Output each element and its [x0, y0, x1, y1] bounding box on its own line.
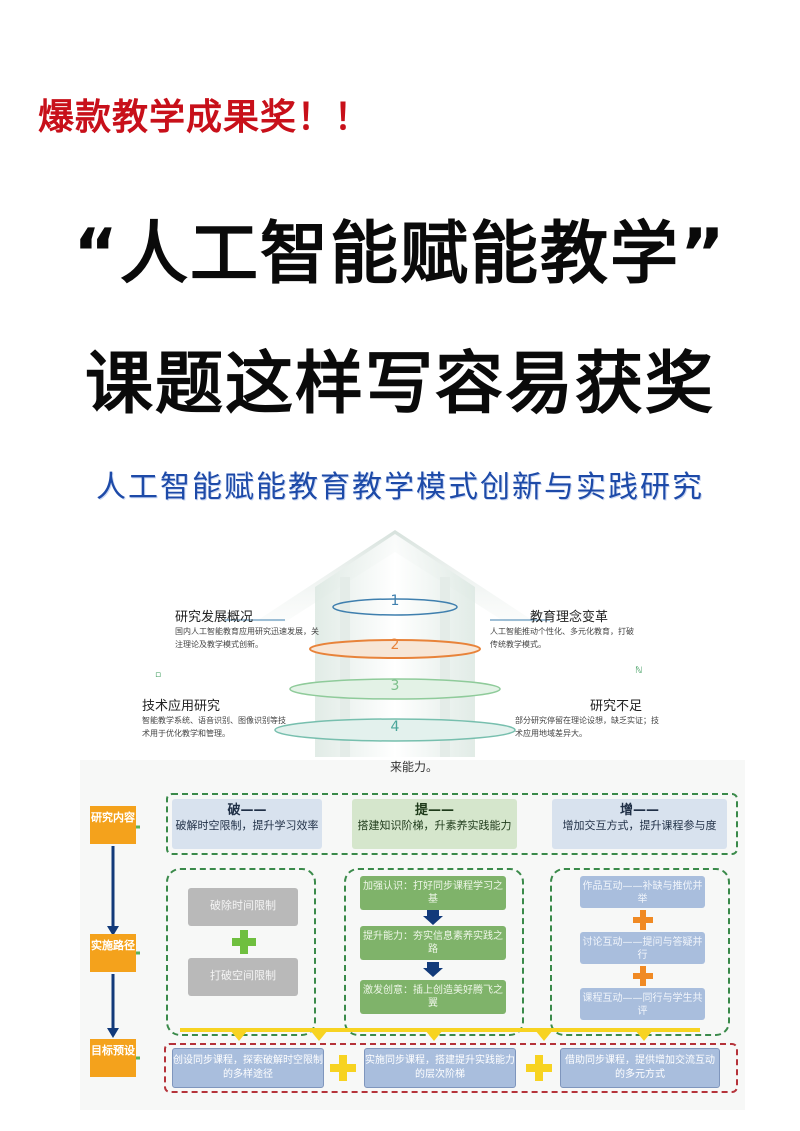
headline-line1: “人工智能赋能教学” [73, 215, 727, 294]
column-card-raise: 提——搭建知识阶梯，升素养实践能力 [352, 799, 517, 849]
down-arrows [423, 910, 443, 977]
spine-arrows [107, 825, 140, 1060]
item-break-space: 打破空间限制 [188, 958, 298, 996]
cut-off-text: 来能力。 [390, 760, 439, 774]
block-desc-tech: 智能教学系统、语音识别、图像识别等技术用于优化教学和管理。 [142, 716, 286, 738]
green-plus-icon [232, 930, 256, 954]
column-card-add: 增——增加交互方式，提升课程参与度 [552, 799, 727, 849]
arch-number-4: 4 [390, 719, 400, 735]
block-title-tech: 技术应用研究 [142, 699, 221, 714]
orange-plus-icon-1 [633, 910, 653, 930]
side-label-research: 研究内容 [90, 806, 136, 844]
block-desc-gaps: 部分研究停留在理论设想，缺乏实证；技术应用地域差异大。 [515, 716, 659, 738]
column-card-break: 破——破解时空限制，提升学习效率 [172, 799, 322, 849]
yellow-plus-icon-2 [526, 1055, 552, 1081]
item-add-3: 课程互动——同行与学生共评 [580, 988, 705, 1020]
headline-line2: 课题这样写容易获奖 [84, 345, 715, 424]
research-content-box [166, 793, 738, 855]
item-raise-3: 激发创意：插上创造美好腾飞之翼 [360, 980, 506, 1014]
arch-number-2: 2 [390, 637, 400, 653]
yellow-plus-icon-1 [330, 1055, 356, 1081]
item-add-1: 作品互动——补缺与推优并举 [580, 876, 705, 908]
flow-diagram: 来能力。 研究内容 实施路径 目标预设 破——破解时空限制，提升学习效率 提——… [80, 760, 745, 1110]
arch-graphic [225, 530, 550, 757]
goal-card-2: 实施同步课程，搭建提升实践能力的层次阶梯 [364, 1048, 516, 1088]
side-label-path: 实施路径 [90, 934, 136, 972]
arch-diagram: 1 2 3 4 研究发展概况 国内人工智能教育应用研究迅速发展，关注理论及教学模… [130, 522, 690, 757]
block-desc-development: 国内人工智能教育应用研究迅速发展，关注理论及教学模式创新。 [175, 627, 319, 649]
block-desc-philosophy: 人工智能推动个性化、多元化教育，打破传统教学模式。 [490, 627, 634, 649]
goal-box [164, 1043, 738, 1093]
item-add-2: 讨论互动——提问与答疑并行 [580, 932, 705, 964]
subtitle: 人工智能赋能教育教学模式创新与实践研究 [96, 470, 704, 505]
item-raise-1: 加强认识：打好同步课程学习之基 [360, 876, 506, 910]
decor-dot-right: ℕ [635, 666, 643, 676]
goal-card-3: 借助同步课程，提供增加交流互动的多元方式 [560, 1048, 720, 1088]
item-raise-2: 提升能力：夯实信息素养实践之路 [360, 926, 506, 960]
block-title-gaps: 研究不足 [590, 699, 643, 714]
arch-number-3: 3 [390, 678, 400, 694]
yellow-arrow-2 [310, 1030, 328, 1041]
block-title-philosophy: 教育理念变革 [530, 610, 609, 625]
yellow-arrow-5 [635, 1030, 653, 1041]
arch-number-1: 1 [390, 593, 400, 609]
decor-dot-left: ▫ [155, 670, 162, 680]
block-title-development: 研究发展概况 [175, 610, 254, 625]
orange-plus-icon-2 [633, 966, 653, 986]
item-break-time: 破除时间限制 [188, 888, 298, 926]
yellow-arrow-1 [230, 1030, 248, 1041]
yellow-arrow-4 [535, 1030, 553, 1041]
yellow-arrow-3 [425, 1030, 443, 1041]
goal-card-1: 创设同步课程，探索破解时空限制的多样途径 [172, 1048, 324, 1088]
promo-tag: 爆款教学成果奖！！ [38, 96, 372, 138]
side-label-goal: 目标预设 [90, 1039, 136, 1077]
